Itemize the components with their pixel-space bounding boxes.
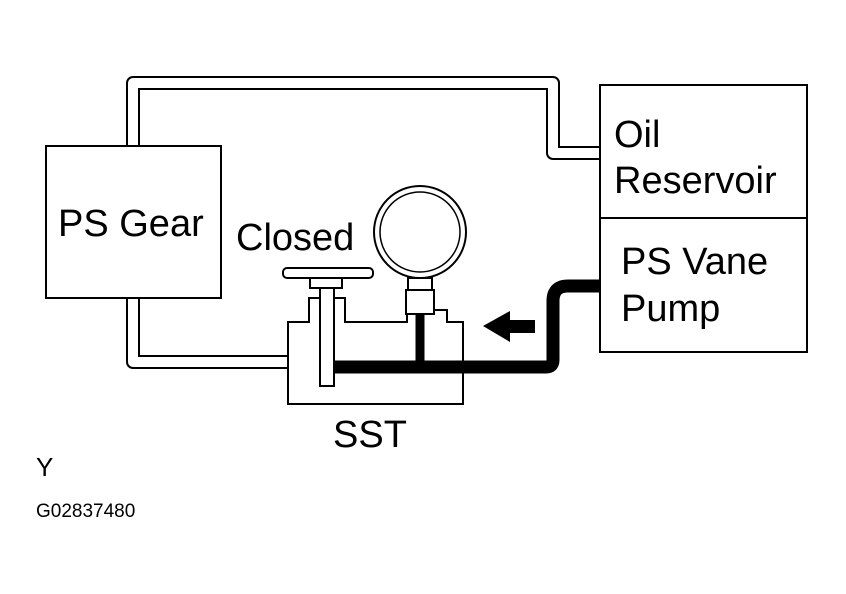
closed-label: Closed xyxy=(236,217,354,259)
valve-icon xyxy=(282,267,374,387)
gauge-icon xyxy=(373,185,467,315)
pressure-hose xyxy=(330,279,600,374)
figure-code-label: G02837480 xyxy=(36,501,135,522)
oil-reservoir-label-line2: Reservoir xyxy=(614,160,777,202)
arrow-left-icon xyxy=(483,311,535,342)
sst-label: SST xyxy=(333,414,407,456)
ps-gear-label: PS Gear xyxy=(58,203,204,245)
y-marker-label: Y xyxy=(36,452,53,482)
sst-body xyxy=(287,297,464,405)
oil-reservoir-box xyxy=(599,84,808,219)
oil-reservoir-label-line1: Oil xyxy=(614,114,660,156)
ps-vane-pump-box xyxy=(599,217,808,353)
ps-gear-box xyxy=(45,145,222,299)
ps-vane-pump-label-line1: PS Vane xyxy=(621,241,768,283)
gear-to-sst-hose xyxy=(126,298,290,369)
ps-vane-pump-label-line2: Pump xyxy=(621,288,720,330)
return-hose xyxy=(126,76,600,160)
